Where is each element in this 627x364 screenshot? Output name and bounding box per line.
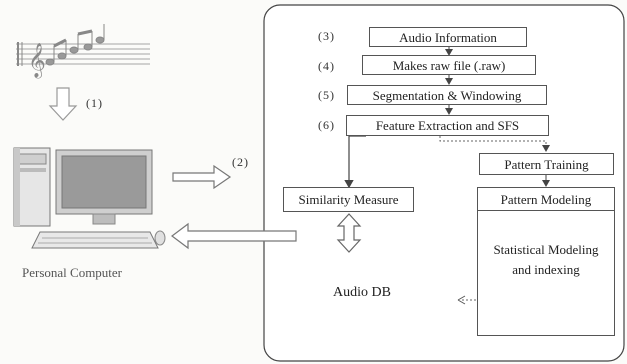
step-3-label: (3) (318, 29, 335, 43)
arrow-1-down (48, 87, 78, 121)
music-notes-icon: 𝄞 (16, 24, 150, 79)
pattern-modeling-container (477, 187, 615, 336)
svg-text:𝄞: 𝄞 (28, 43, 46, 79)
arrow-2-right (172, 164, 232, 190)
step-5-label: (5) (318, 88, 335, 102)
pattern-modeling-box: Pattern Modeling (477, 187, 615, 211)
pattern-training-box: Pattern Training (479, 153, 614, 175)
flow-feature-to-similarity (344, 135, 366, 189)
audio-information-box: Audio Information (369, 27, 527, 47)
personal-computer-label: Personal Computer (22, 265, 123, 280)
personal-computer-icon (13, 147, 166, 249)
double-arrow-similarity-db (336, 213, 362, 253)
step-1-label: (1) (86, 96, 103, 110)
step-4-label: (4) (318, 59, 335, 73)
statistical-modeling-text: Statistical Modeling and indexing (477, 240, 615, 280)
feature-extraction-box: Feature Extraction and SFS (346, 115, 549, 136)
makes-raw-file-box: Makes raw file (.raw) (362, 55, 536, 75)
segmentation-windowing-box: Segmentation & Windowing (347, 85, 547, 105)
flow-feature-to-training (439, 136, 550, 152)
similarity-measure-box: Similarity Measure (283, 187, 414, 212)
audio-db-label: Audio DB (333, 285, 391, 300)
flow-index-to-db (457, 295, 476, 305)
statistical-modeling-line-2: and indexing (512, 262, 580, 277)
step-6-label: (6) (318, 118, 335, 132)
arrow-return-left (171, 222, 297, 250)
step-2-label: (2) (232, 155, 249, 169)
statistical-modeling-line-1: Statistical Modeling (493, 242, 599, 257)
